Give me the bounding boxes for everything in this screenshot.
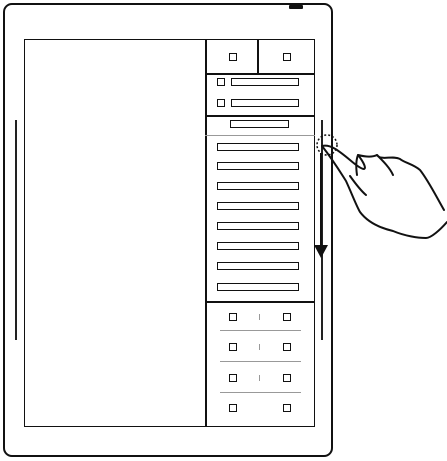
hand-pointer-icon <box>322 146 447 238</box>
panel-divider <box>205 39 207 427</box>
top-row-split <box>257 39 259 73</box>
list-item-5[interactable] <box>217 222 299 230</box>
grid-row-divider-3 <box>220 392 301 393</box>
grid-cell-1-1[interactable] <box>229 313 237 321</box>
right-side-rail <box>321 120 323 340</box>
section-divider-1 <box>205 115 315 117</box>
grid-row-divider-1 <box>220 330 301 331</box>
top-row-divider <box>205 73 315 75</box>
toggle-checkbox-2[interactable] <box>217 99 225 107</box>
list-item-7[interactable] <box>217 262 299 270</box>
list-item-4[interactable] <box>217 202 299 210</box>
toggle-label-1[interactable] <box>231 78 299 86</box>
toggle-checkbox-1[interactable] <box>217 78 225 86</box>
list-item-8[interactable] <box>217 283 299 291</box>
section-divider-2 <box>205 135 315 136</box>
section-divider-3 <box>205 301 315 303</box>
grid-separator <box>259 314 260 320</box>
grid-cell-3-1[interactable] <box>229 374 237 382</box>
list-item-2[interactable] <box>217 162 299 170</box>
list-header-bar[interactable] <box>230 120 289 128</box>
grid-cell-4-1[interactable] <box>229 404 237 412</box>
top-left-button[interactable] <box>229 53 237 61</box>
list-item-3[interactable] <box>217 182 299 190</box>
list-item-1[interactable] <box>217 143 299 151</box>
grid-cell-1-2[interactable] <box>283 313 291 321</box>
grid-cell-2-1[interactable] <box>229 343 237 351</box>
grid-cell-4-2[interactable] <box>283 404 291 412</box>
grid-row-divider-2 <box>220 361 301 362</box>
grid-separator <box>259 375 260 381</box>
top-right-button[interactable] <box>283 53 291 61</box>
grid-separator <box>259 344 260 350</box>
list-item-6[interactable] <box>217 242 299 250</box>
screen <box>24 39 315 427</box>
left-side-rail <box>15 120 17 340</box>
grid-cell-2-2[interactable] <box>283 343 291 351</box>
power-button[interactable] <box>289 5 303 9</box>
grid-cell-3-2[interactable] <box>283 374 291 382</box>
toggle-label-2[interactable] <box>231 99 299 107</box>
